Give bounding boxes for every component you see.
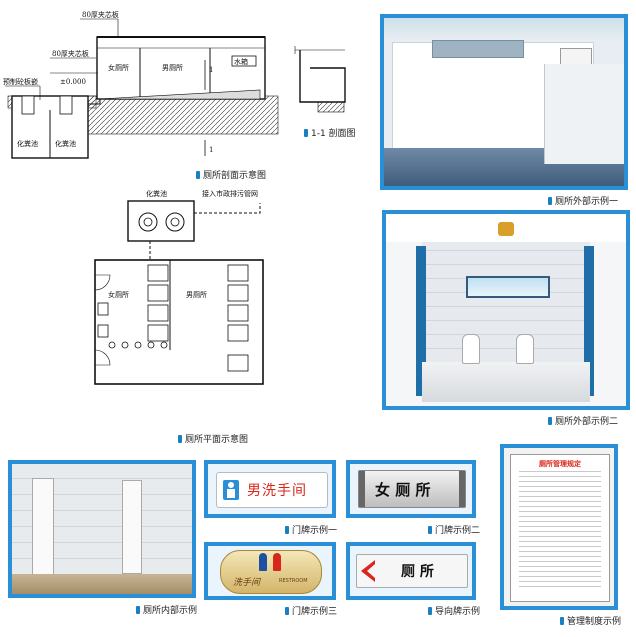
- room-female-label: 女厕所: [108, 63, 129, 72]
- woman-figure-icon: [273, 553, 281, 571]
- plan-diagram: 化粪池 接入市政排污管网 女厕所 男厕所: [94, 189, 264, 385]
- sign-3-caption: 门牌示例三: [285, 604, 337, 617]
- man-figure-icon: [259, 553, 267, 571]
- sign-1-caption: 门牌示例一: [285, 523, 337, 536]
- detail-caption: 1-1 剖面图: [304, 126, 356, 139]
- caption-marker-icon: [178, 435, 182, 443]
- sign-3-text: 洗手间: [233, 578, 261, 588]
- sign-2-text: 女 厕 所: [375, 481, 431, 499]
- rules-text-lines: [519, 471, 601, 591]
- caption-marker-icon: [196, 171, 200, 179]
- plan-room-male: 男厕所: [186, 290, 207, 299]
- exterior-2-caption: 厕所外部示例二: [548, 414, 618, 427]
- caption-marker-icon: [560, 617, 564, 625]
- plan-caption: 厕所平面示意图: [178, 432, 248, 445]
- caption-marker-icon: [428, 607, 432, 615]
- section-mark-bottom: 1: [209, 146, 213, 154]
- top-panel-label: 80厚夹芯板: [82, 10, 119, 19]
- plan-tank-label: 化粪池: [146, 189, 167, 198]
- caption-marker-icon: [548, 197, 552, 205]
- room-male-label: 男厕所: [162, 63, 183, 72]
- tank-label-left: 化粪池: [17, 139, 38, 148]
- sign-2-caption: 门牌示例二: [428, 523, 480, 536]
- level-label: ±0.000: [60, 78, 86, 86]
- interior-caption: 厕所内部示例: [136, 603, 197, 616]
- rules-board: 厕所管理规定: [500, 444, 618, 610]
- section-mark-top: 1: [209, 66, 213, 74]
- caption-marker-icon: [548, 417, 552, 425]
- side-panel-label: 80厚夹芯板: [52, 49, 89, 58]
- door-sign-2: 女 厕 所: [346, 460, 476, 518]
- exterior-photo-2: [382, 210, 630, 410]
- slab-label: 预制砼板嵌: [3, 77, 38, 86]
- sign-3-subtext: RESTROOM: [279, 578, 308, 584]
- sign-1-text: 男洗手间: [247, 483, 307, 499]
- door-sign-1: 男洗手间: [204, 460, 336, 518]
- section-caption: 厕所剖面示意图: [196, 168, 266, 181]
- guide-sign: 厕 所: [346, 542, 476, 600]
- caption-marker-icon: [428, 526, 432, 534]
- plan-room-female: 女厕所: [108, 290, 129, 299]
- rules-title: 厕所管理规定: [539, 460, 581, 468]
- rules-caption: 管理制度示例: [560, 614, 621, 627]
- sign-4-text: 厕 所: [401, 564, 434, 580]
- plan-drain-label: 接入市政排污管网: [202, 189, 258, 198]
- sign-4-caption: 导向牌示例: [428, 604, 480, 617]
- exterior-photo-1: [380, 14, 628, 190]
- caption-marker-icon: [285, 526, 289, 534]
- caption-marker-icon: [136, 606, 140, 614]
- interior-photo: [8, 460, 196, 598]
- caption-marker-icon: [304, 129, 308, 137]
- caption-marker-icon: [285, 607, 289, 615]
- water-tank-label: 水箱: [234, 57, 248, 66]
- door-sign-3: 洗手间 RESTROOM: [204, 542, 336, 600]
- section-diagram: 80厚夹芯板 80厚夹芯板 ±0.000 预制砼板嵌 化粪池 化粪池 女厕所 男…: [3, 10, 279, 159]
- tank-label-right: 化粪池: [55, 139, 76, 148]
- detail-11-diagram: [294, 46, 346, 113]
- exterior-1-caption: 厕所外部示例一: [548, 194, 618, 207]
